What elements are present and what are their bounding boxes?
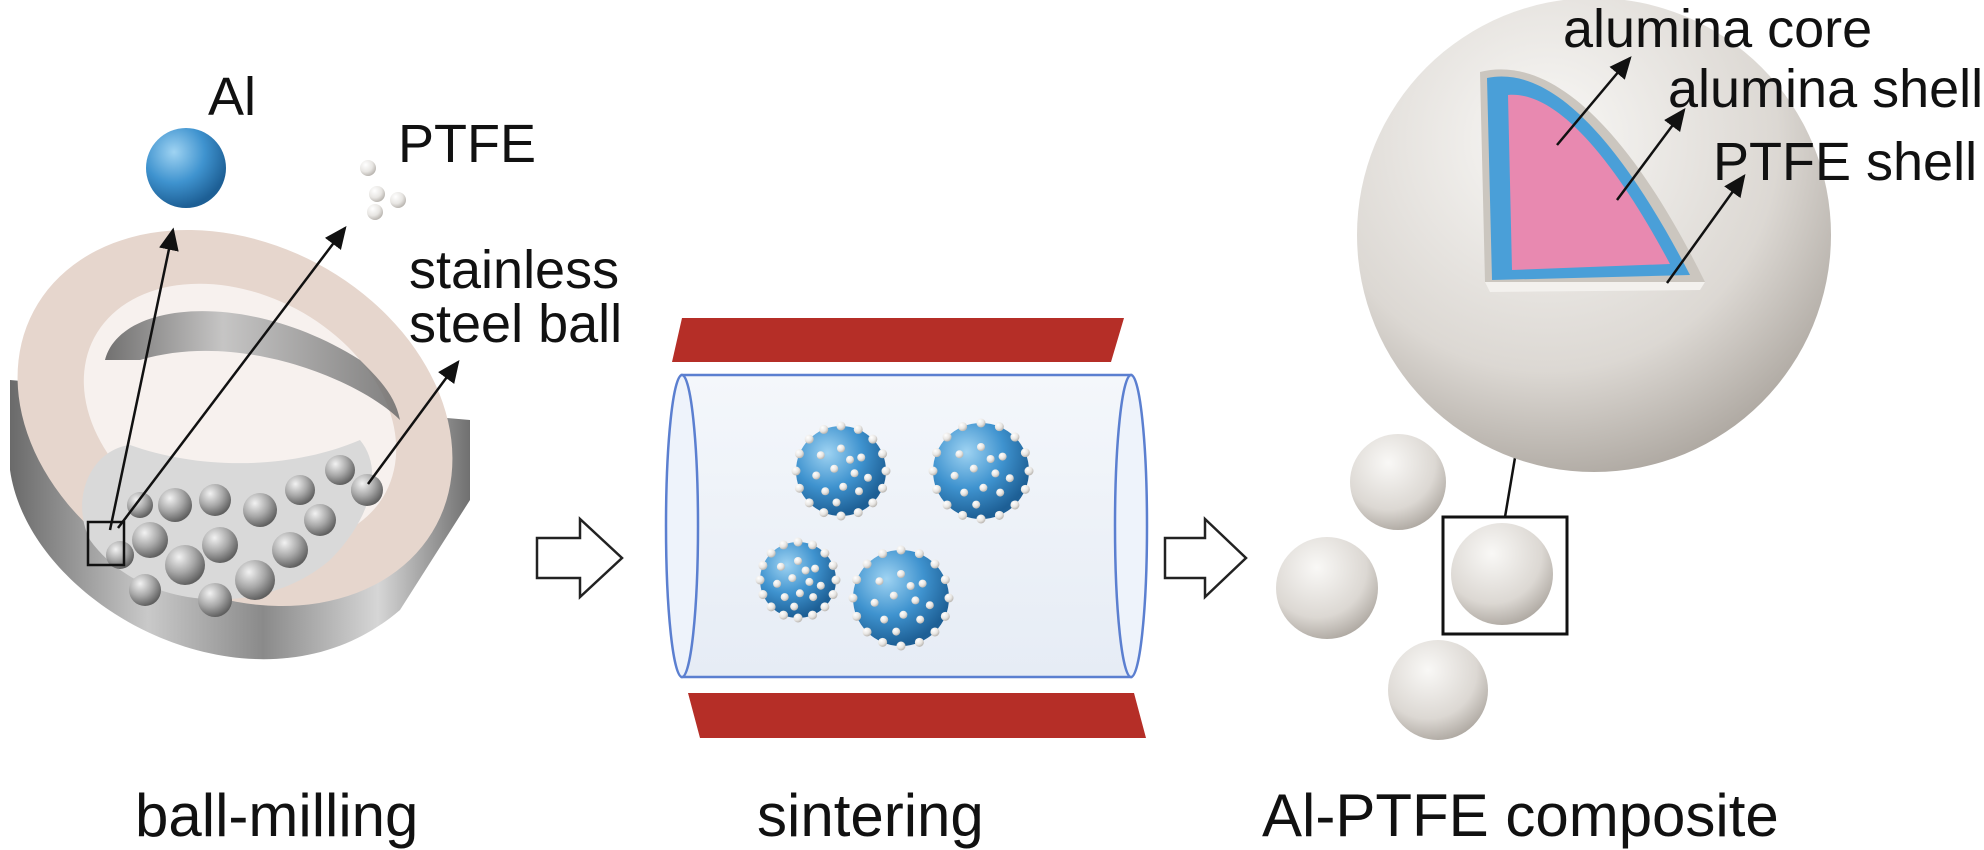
- label-alumina-core: alumina core: [1563, 0, 1872, 59]
- caption-sintering: sintering: [757, 782, 984, 849]
- sample-selection-box: [86, 520, 126, 567]
- coated-particle: [848, 545, 954, 651]
- process-arrow-2: [1163, 516, 1248, 600]
- composite-particles: [1276, 434, 1553, 740]
- al-particle: [146, 128, 226, 208]
- coated-particles: [755, 418, 1034, 651]
- core-shell-cutaway-sphere: [1357, 0, 1831, 472]
- core-shell-pointer-arrows: [1556, 56, 1746, 284]
- process-arrow-1: [535, 516, 624, 600]
- coated-particle: [928, 418, 1034, 524]
- caption-composite: Al-PTFE composite: [1262, 782, 1779, 849]
- caption-ball-milling: ball-milling: [135, 782, 418, 849]
- label-al: Al: [208, 67, 256, 127]
- label-ptfe-shell: PTFE shell: [1713, 132, 1977, 192]
- furnace-plate-bottom: [688, 693, 1146, 738]
- steel-balls: [106, 455, 383, 617]
- coated-particle: [791, 421, 891, 521]
- ball-mill-jar: [10, 230, 470, 660]
- furnace-plate-top: [672, 318, 1124, 362]
- label-alumina-shell: alumina shell: [1668, 59, 1983, 119]
- ptfe-particles: [360, 160, 406, 220]
- label-steel-ball-line1: stainless: [409, 240, 619, 300]
- label-ptfe: PTFE: [398, 114, 536, 174]
- label-steel-ball-line2: steel ball: [409, 294, 622, 354]
- ball-milling-pointer-arrows: [108, 226, 460, 531]
- coated-particle: [755, 537, 841, 623]
